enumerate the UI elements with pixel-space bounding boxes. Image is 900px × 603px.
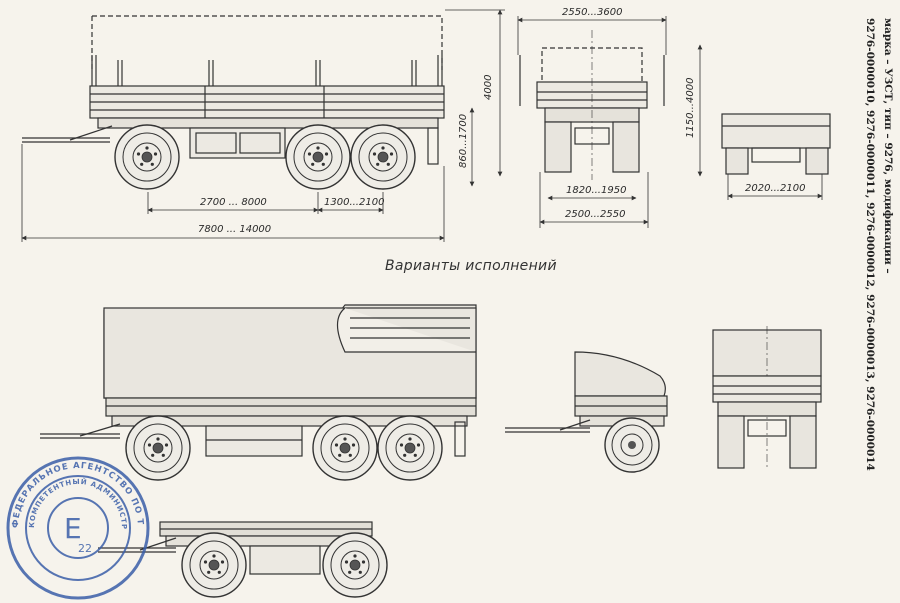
dim-overall-width: 2500...2550	[565, 209, 625, 220]
side-view-chassis-trailer	[98, 521, 373, 575]
svg-text:КОМПЕТЕНТНЫЙ АДМИНИСТРАТИВНЫЙ: КОМПЕТЕНТНЫЙ АДМИНИСТРАТИВНЫЙ ОРГАН	[0, 0, 128, 530]
stamp-inner-text: КОМПЕТЕНТНЫЙ АДМИНИСТРАТИВНЫЙ ОРГАН	[0, 0, 127, 530]
rear-view-flatbed	[519, 30, 665, 180]
dim-overall-length: 7800 ... 14000	[198, 224, 271, 235]
stamp-number: 22	[78, 542, 92, 555]
side-text-line-1: марка – УЗСТ, тип – 9276, модификации –	[882, 18, 894, 274]
side-text-line-2: 9276-0000010, 9276-0000011, 9276-0000012…	[864, 18, 876, 471]
variants-caption: Варианты исполнений	[385, 258, 557, 274]
dim-platform-height: 860...1700	[458, 114, 469, 168]
dim-body-height: 1150...4000	[685, 78, 696, 138]
dim-overall-height: 4000	[483, 75, 494, 100]
dim-body-width: 2550...3600	[562, 7, 622, 18]
dim-rear-track: 2020...2100	[745, 183, 805, 194]
stamp-letter: E	[64, 512, 82, 545]
dim-track-width: 1820...1950	[566, 185, 626, 196]
dim-base-length: 2700 ... 8000	[200, 197, 267, 208]
rear-view-tented	[712, 326, 822, 470]
side-view-tented	[40, 304, 477, 457]
side-text: марка – УЗСТ, тип – 9276, модификации – …	[860, 18, 900, 578]
svg-text:ФЕДЕРАЛЬНОЕ АГЕНТСТВО ПО ТЕХНИ: ФЕДЕРАЛЬНОЕ АГЕНТСТВО ПО ТЕХНИЧЕСКОМУ РЕ…	[0, 0, 145, 528]
chassis-rear-view	[721, 113, 831, 175]
side-view-flatbed	[22, 15, 445, 165]
dim-axle-spacing: 1300...2100	[324, 197, 384, 208]
stamp-outer-text: ФЕДЕРАЛЬНОЕ АГЕНТСТВО ПО ТЕХНИЧЕСКОМУ РЕ…	[0, 0, 144, 528]
